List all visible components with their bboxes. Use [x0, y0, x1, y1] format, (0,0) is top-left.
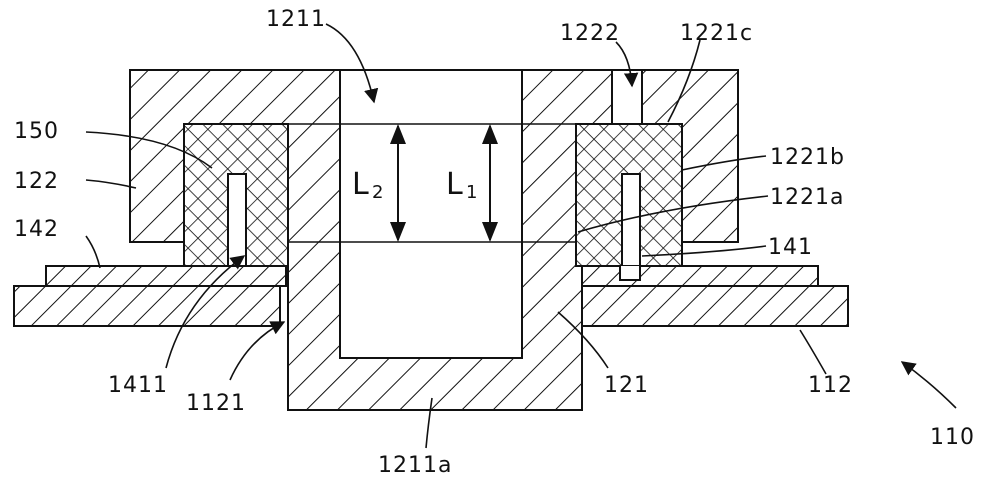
label-1222: 1222	[560, 21, 620, 46]
leader-1222	[615, 41, 639, 88]
label-141: 141	[768, 235, 813, 260]
leader-1221c	[667, 39, 701, 123]
label-150: 150	[14, 119, 59, 144]
leader-1221a	[577, 195, 769, 233]
dim-l2-sub: 2	[372, 182, 383, 203]
label-110: 110	[930, 425, 975, 450]
leader-141	[641, 245, 767, 257]
dim-l2-letter: L	[352, 167, 369, 202]
label-1211a: 1211a	[378, 453, 452, 478]
plate-112-right	[581, 285, 849, 327]
label-121: 121	[604, 373, 649, 398]
dim-l1-sub: 1	[466, 182, 477, 203]
label-122: 122	[14, 169, 59, 194]
label-1221c: 1221c	[680, 21, 753, 46]
label-1211: 1211	[266, 7, 326, 32]
layer-141	[577, 265, 819, 287]
leader-121	[557, 311, 609, 369]
leader-1211	[325, 23, 379, 104]
leader-1221b	[681, 155, 767, 171]
hollow-1211	[341, 71, 521, 357]
leader-150	[85, 131, 213, 169]
label-142: 142	[14, 217, 59, 242]
leader-122	[85, 179, 137, 189]
pin-1411-left	[227, 173, 247, 267]
leader-110	[900, 361, 957, 409]
label-112: 112	[808, 373, 853, 398]
leader-1121	[229, 321, 286, 381]
channel-1222	[611, 69, 643, 125]
layer-142	[45, 265, 287, 287]
label-1121: 1121	[186, 391, 246, 416]
label-1411: 1411	[108, 373, 168, 398]
dim-l1-letter: L	[446, 167, 463, 202]
plate-112-left	[13, 285, 281, 327]
label-1221b: 1221b	[770, 145, 845, 170]
pin-right-tail	[619, 266, 641, 281]
leader-112	[799, 329, 827, 375]
label-1221a: 1221a	[770, 185, 844, 210]
leader-1211a	[425, 397, 433, 449]
leader-1411	[165, 255, 246, 369]
leader-142	[85, 235, 101, 269]
